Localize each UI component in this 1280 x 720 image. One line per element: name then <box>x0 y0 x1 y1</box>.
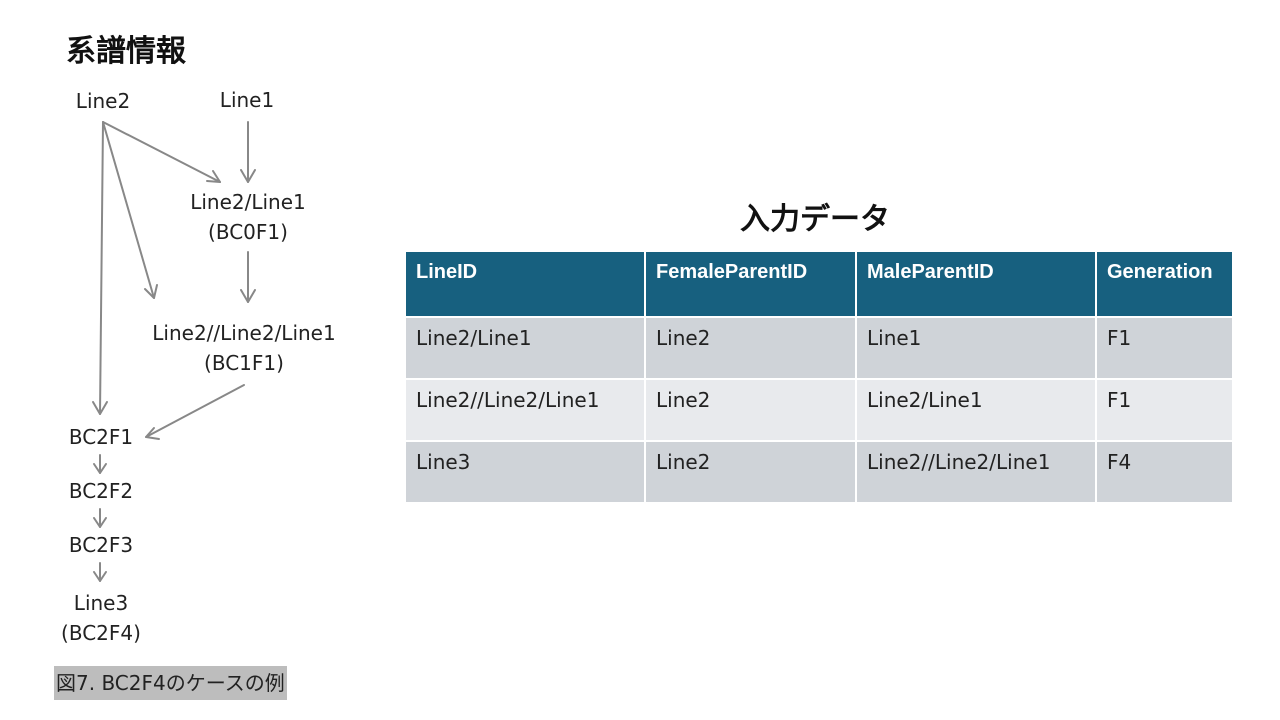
node-label: BC2F1 <box>68 425 134 449</box>
table-cell: Line2//Line2/Line1 <box>855 440 1097 504</box>
node-label: Line3 <box>73 591 129 615</box>
input-data-table: LineID FemaleParentID MaleParentID Gener… <box>404 250 1234 504</box>
node-line1: Line1 <box>202 85 292 115</box>
node-label: Line2//Line2/Line1 <box>152 321 336 345</box>
column-header-lineid: LineID <box>404 250 646 318</box>
arrowhead-line2-bc1f1 <box>144 284 158 299</box>
page-title: 系譜情報 <box>66 34 186 69</box>
arrowhead-bc2f2-bc2f3 <box>93 517 107 528</box>
table-cell: Line2//Line2/Line1 <box>404 378 646 442</box>
table-row: Line3 Line2 Line2//Line2/Line1 F4 <box>404 440 1234 504</box>
edge-line2-bc0f1 <box>102 121 221 183</box>
table-title: 入力データ <box>740 202 890 237</box>
pedigree-diagram <box>92 121 256 582</box>
table-cell: F1 <box>1095 316 1234 380</box>
node-bc2f2: BC2F2 <box>56 476 146 506</box>
table-cell: Line2 <box>644 316 857 380</box>
arrowhead-line1-bc0f1 <box>240 169 256 183</box>
table-cell: Line2 <box>644 378 857 442</box>
table-cell: Line1 <box>855 316 1097 380</box>
table-row: Line2/Line1 Line2 Line1 F1 <box>404 316 1234 380</box>
column-header-generation: Generation <box>1095 250 1234 318</box>
node-label: Line1 <box>219 88 275 112</box>
node-bc0f1: Line2/Line1 (BC0F1) <box>168 187 328 247</box>
table-cell: Line2/Line1 <box>855 378 1097 442</box>
edge-bc1f1-bc2f1 <box>145 384 245 438</box>
table-cell: F1 <box>1095 378 1234 442</box>
column-header-femaleparentid: FemaleParentID <box>644 250 857 318</box>
arrowhead-bc0f1-bc1f1 <box>240 289 256 303</box>
node-line2: Line2 <box>58 86 148 116</box>
node-label: Line2/Line1 <box>190 190 306 214</box>
arrowhead-bc2f3-line3 <box>93 571 107 582</box>
table-cell: Line2 <box>644 440 857 504</box>
edge-line2-bc2f1 <box>99 121 104 415</box>
node-line3: Line3 (BC2F4) <box>46 588 156 648</box>
table-cell: Line3 <box>404 440 646 504</box>
node-bc2f1: BC2F1 <box>56 422 146 452</box>
node-bc1f1: Line2//Line2/Line1 (BC1F1) <box>126 318 362 378</box>
column-header-maleparentid: MaleParentID <box>855 250 1097 318</box>
node-sublabel: (BC2F4) <box>61 621 141 645</box>
arrowhead-bc1f1-bc2f1 <box>145 427 160 440</box>
arrowhead-line2-bc0f1 <box>206 170 221 183</box>
node-bc2f3: BC2F3 <box>56 530 146 560</box>
arrowhead-bc2f1 <box>92 401 108 415</box>
table-cell: Line2/Line1 <box>404 316 646 380</box>
node-sublabel: (BC0F1) <box>208 220 288 244</box>
edge-line2-bc1f1 <box>102 121 155 299</box>
node-label: Line2 <box>75 89 131 113</box>
figure-caption: 図7. BC2F4のケースの例 <box>54 666 287 700</box>
arrowhead-bc2f1-bc2f2 <box>93 463 107 474</box>
node-sublabel: (BC1F1) <box>204 351 284 375</box>
table-header-row: LineID FemaleParentID MaleParentID Gener… <box>404 250 1234 318</box>
node-label: BC2F2 <box>68 479 134 503</box>
table-row: Line2//Line2/Line1 Line2 Line2/Line1 F1 <box>404 378 1234 442</box>
node-label: BC2F3 <box>68 533 134 557</box>
table-cell: F4 <box>1095 440 1234 504</box>
